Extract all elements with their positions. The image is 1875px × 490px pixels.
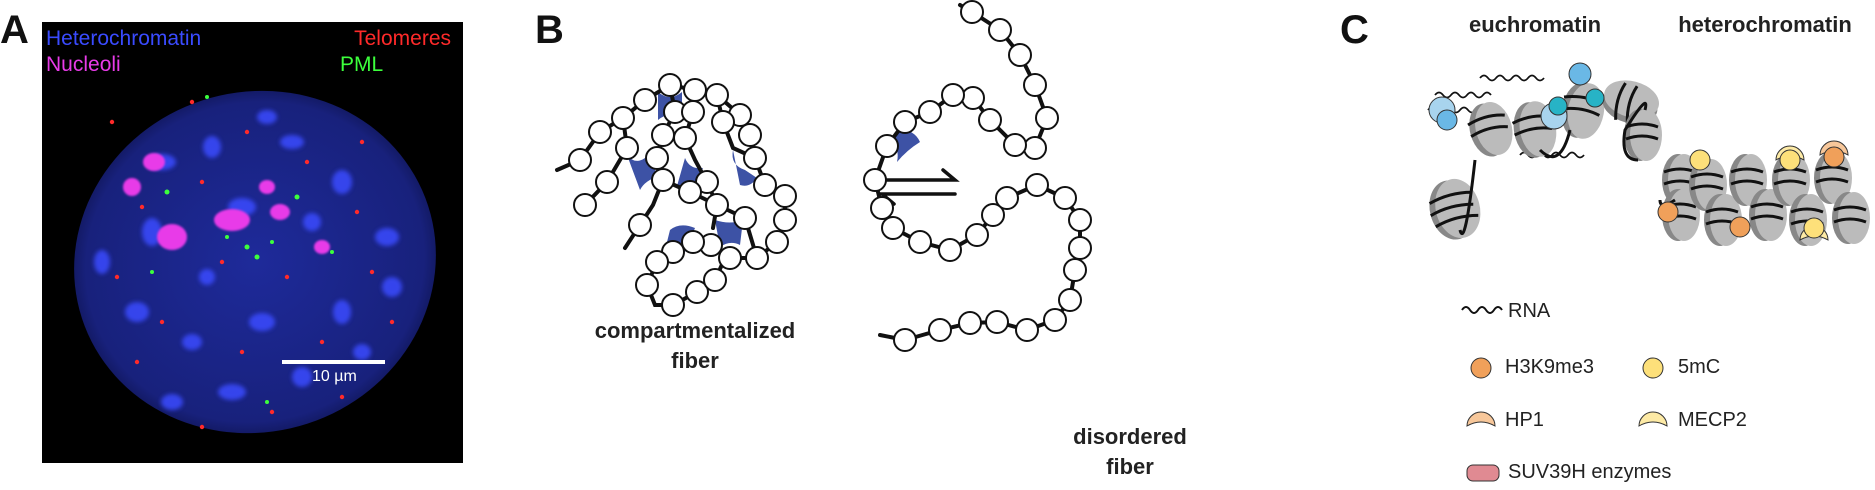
rna-legend-icon [1461, 306, 1503, 314]
fiber-diagram [555, 0, 1092, 352]
equilibrium-arrows-icon [877, 168, 960, 206]
pml-channel-label: PML [340, 53, 384, 76]
5mc-legend-label: 5mC [1678, 356, 1721, 378]
heterochromatin-channel-label: Heterochromatin [46, 27, 202, 50]
disordered-label-line2: fiber [1106, 454, 1154, 479]
heterochromatin-title: heterochromatin [1678, 12, 1852, 37]
5mc-legend-icon [1642, 357, 1664, 379]
heterochromatin-nucleosomes [1624, 109, 1870, 246]
scale-bar [282, 360, 385, 364]
panel-a-letter: A [0, 8, 29, 52]
scale-bar-label: 10 µm [312, 368, 357, 385]
nucleus-image [74, 90, 436, 434]
rna-legend-label: RNA [1508, 300, 1551, 322]
chromatin-diagram [1427, 62, 1870, 246]
euchromatin-title: euchromatin [1468, 12, 1602, 37]
disordered-fiber-strand [872, 3, 1082, 343]
enzyme-icon [890, 128, 920, 162]
panel-b-letter: B [535, 8, 564, 52]
disordered-label-line1: disordered [1073, 424, 1187, 449]
hp1-legend-icon [1466, 411, 1496, 427]
nucleoli [123, 153, 330, 254]
suv39h-legend-label: SUV39H enzymes [1508, 461, 1672, 483]
compartmentalized-label-line2: fiber [671, 348, 719, 373]
euchromatin-marks [1428, 62, 1605, 131]
mecp2-legend-icon [1638, 411, 1668, 427]
pml-spots [150, 95, 334, 404]
h3k9me3-legend-icon [1470, 357, 1492, 379]
compartmentalized-label-line1: compartmentalized [594, 318, 796, 343]
linker-dna [1458, 101, 1676, 236]
compartment-fiber-beads [568, 73, 797, 317]
suv39h-legend-icon [1466, 464, 1500, 482]
nucleoli-channel-label: Nucleoli [46, 53, 121, 76]
telomeres-channel-label: Telomeres [354, 27, 451, 50]
hp1-legend-label: HP1 [1505, 409, 1544, 431]
disordered-fiber-beads [863, 0, 1092, 352]
compartmentalized-fiber-label: compartmentalized fiber [560, 316, 830, 376]
disordered-fiber-label: disordered fiber [1040, 422, 1220, 482]
h3k9me3-legend-label: H3K9me3 [1505, 356, 1594, 378]
euchromatin-nucleosomes [1428, 80, 1659, 240]
microscopy-image: Heterochromatin Nucleoli Telomeres PML 1… [42, 22, 463, 463]
panel-c-letter: C [1340, 8, 1369, 52]
heterochromatin-marks [1657, 140, 1849, 241]
telomere-spots [109, 99, 395, 430]
mecp2-legend-label: MECP2 [1678, 409, 1747, 431]
